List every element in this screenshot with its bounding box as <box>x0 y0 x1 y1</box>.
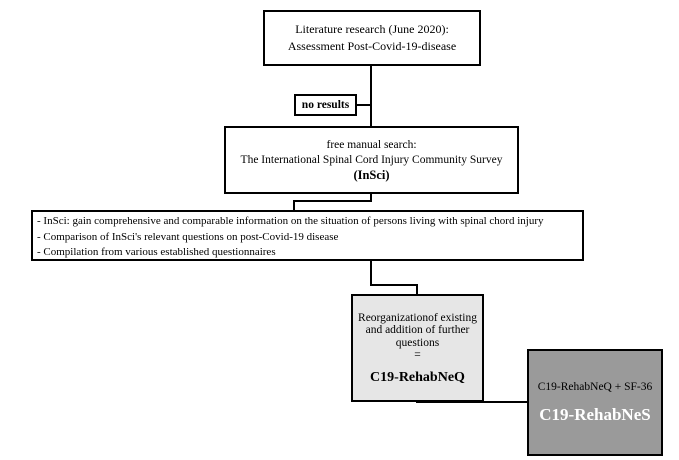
no-results-label: no results <box>301 99 350 111</box>
manual-search-acronym: (InSci) <box>353 167 390 182</box>
literature-research-box: Literature research (June 2020): Assessm… <box>263 10 481 66</box>
manual-search-survey-name: The International Spinal Cord Injury Com… <box>240 153 503 166</box>
connector-list-to-reorg-horizontal <box>370 284 418 286</box>
rehabneq-title: C19-RehabNeQ <box>370 369 465 385</box>
reorganization-line-2: and addition of further <box>365 324 470 337</box>
manual-search-box: free manual search: The International Sp… <box>224 126 519 194</box>
reorganization-line-3: questions <box>395 336 440 349</box>
reorganization-line-1: Reorganizationof existing <box>358 311 477 324</box>
no-results-box: no results <box>294 94 357 116</box>
list-item: - Comparison of InSci's relevant questio… <box>37 230 339 243</box>
connector-no-results-branch <box>357 104 370 106</box>
rehabnes-title: C19-RehabNeS <box>539 404 651 424</box>
connector-search-to-list-horizontal <box>293 200 372 202</box>
literature-research-title: Literature research (June 2020): <box>295 22 449 36</box>
list-item: - Compilation from various established q… <box>37 246 276 258</box>
connector-list-to-reorg-vertical <box>370 261 372 285</box>
connector-search-to-list-vertical <box>370 194 372 201</box>
manual-search-title: free manual search: <box>326 138 417 151</box>
connector-literature-to-search <box>370 66 372 126</box>
list-item: - InSci: gain comprehensive and comparab… <box>37 215 544 227</box>
connector-list-to-reorg-drop <box>416 284 418 294</box>
rehabnes-box: C19-RehabNeQ + SF-36 C19-RehabNeS <box>527 349 663 456</box>
reorganization-equals: = <box>414 349 421 362</box>
connector-search-to-list-drop <box>293 200 295 210</box>
connector-reorg-to-rehabnes <box>416 401 527 403</box>
insci-list-box: - InSci: gain comprehensive and comparab… <box>31 210 584 261</box>
reorganization-box: Reorganizationof existing and addition o… <box>351 294 484 402</box>
literature-research-subtitle: Assessment Post-Covid-19-disease <box>287 39 457 53</box>
rehabnes-formula: C19-RehabNeQ + SF-36 <box>537 380 653 393</box>
